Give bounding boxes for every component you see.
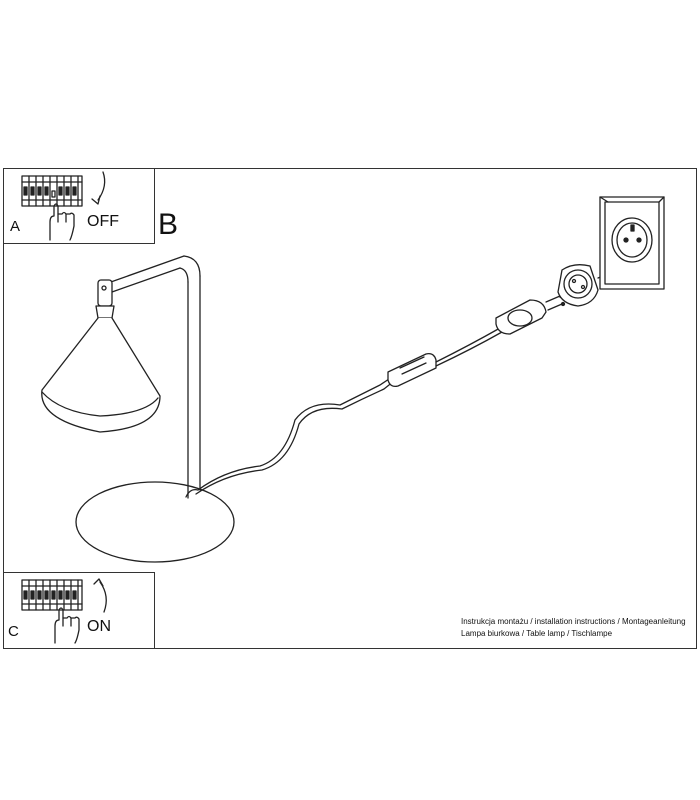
rotate-arrow-icon	[91, 171, 106, 205]
hand-icon	[54, 607, 80, 644]
off-label: OFF	[87, 213, 119, 230]
step-b-label: B	[158, 208, 179, 241]
caption-product: Lampa biurkowa / Table lamp / Tischlampe	[461, 629, 613, 638]
instruction-sheet	[3, 168, 697, 649]
table-lamp-icon	[41, 255, 235, 563]
hand-icon	[49, 203, 75, 241]
plug-icon	[495, 293, 566, 335]
wall-socket-icon	[599, 196, 665, 290]
power-cable	[435, 327, 501, 363]
on-label: ON	[87, 618, 111, 635]
breaker-panel-icon	[21, 579, 83, 611]
rotate-arrow-icon	[93, 578, 107, 613]
caption-instructions: Instrukcja montażu / installation instru…	[461, 617, 686, 626]
cable-switch-icon	[387, 352, 437, 388]
step-a-label: A	[10, 218, 21, 235]
power-cable	[435, 331, 503, 367]
power-cable	[195, 376, 395, 495]
step-c-label: C	[8, 623, 19, 640]
breaker-panel-icon	[21, 175, 83, 207]
